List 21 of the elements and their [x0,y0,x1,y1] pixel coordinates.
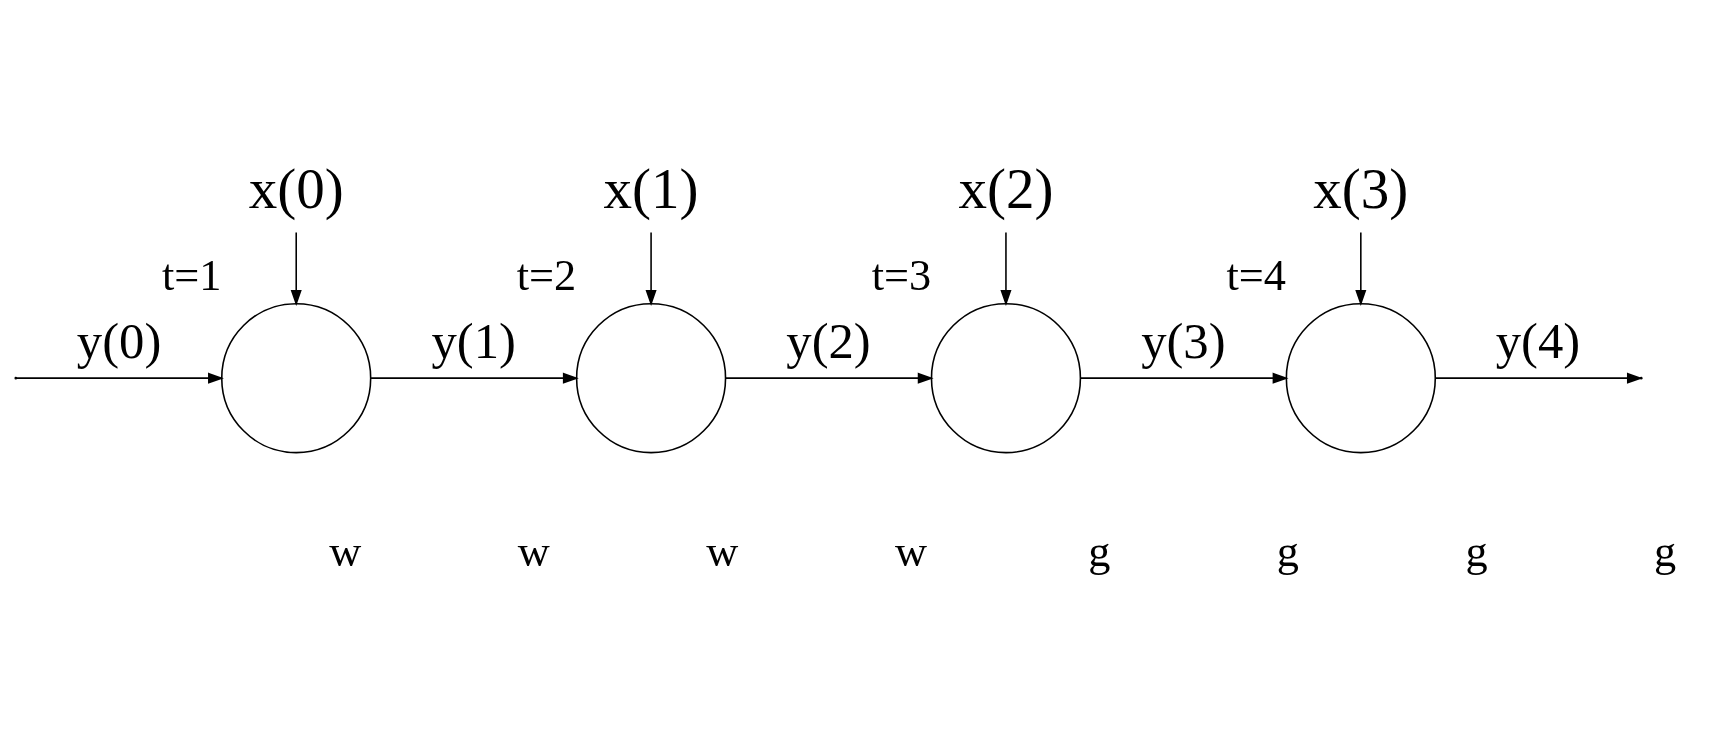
label: w [894,525,927,576]
edge-label: y(3) [1141,313,1226,370]
label: g [1088,525,1111,576]
label: w [517,525,550,576]
node-text: x(1) [603,157,699,221]
edge-label: y(2) [786,313,871,370]
node-text: x(3) [1313,157,1409,221]
label: w [329,525,362,576]
label: g [1276,525,1300,576]
edge-label: y(4) [1495,313,1581,370]
edge-label: y(1) [431,313,516,370]
node-label: t=2 [516,250,577,301]
label: w [706,525,739,576]
node-label: t=4 [1226,250,1287,301]
edge-label: y(0) [76,313,162,370]
label: g [1653,525,1677,576]
node-label: t=3 [871,250,932,301]
label: g [1465,525,1488,576]
node-text: x(0) [248,157,344,221]
node-text: x(2) [958,157,1054,221]
node-label: t=1 [161,250,222,301]
